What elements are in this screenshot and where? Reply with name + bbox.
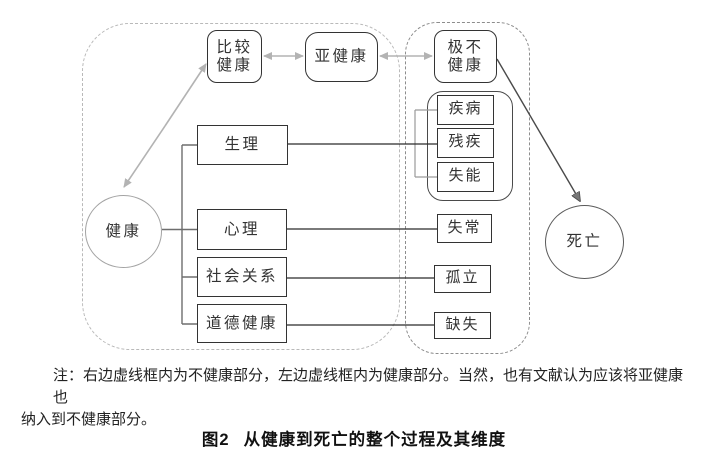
social-relations-label: 社会关系 (205, 268, 278, 286)
physiology-label: 生理 (224, 136, 261, 154)
arrow-health-to-fairly-down (123, 125, 166, 188)
dimension-mapping-lines (287, 143, 437, 326)
fairly-healthy-label-line1: 比较 (216, 38, 253, 56)
disability-label: 残疾 (448, 134, 483, 151)
unhealthy-dashed-region (405, 22, 530, 354)
disease-label: 疾病 (448, 101, 483, 118)
node-extremely-unhealthy: 极不 健康 (434, 30, 497, 83)
arrow-extreme-to-death (496, 58, 580, 201)
extremely-unhealthy-label-line2: 健康 (447, 56, 484, 74)
node-fairly-healthy: 比较 健康 (207, 30, 262, 83)
abnormality-label: 失常 (447, 219, 482, 236)
note-line-2: 纳入到不健康部分。 (21, 412, 157, 428)
healthy-dashed-region (82, 23, 400, 350)
node-deficiency: 缺失 (434, 312, 491, 339)
death-label: 死亡 (566, 233, 603, 251)
extremely-unhealthy-label-line1: 极不 (447, 38, 484, 56)
node-disease: 疾病 (437, 95, 494, 125)
isolation-label: 孤立 (445, 270, 480, 287)
health-label: 健康 (105, 222, 142, 240)
figure-caption: 图2 从健康到死亡的整个过程及其维度 (0, 426, 708, 450)
health-dimension-tree-line (162, 144, 197, 325)
arrow-health-to-fairly-up (164, 63, 207, 127)
node-death-circle: 死亡 (545, 205, 624, 279)
node-sub-health: 亚健康 (305, 32, 378, 82)
node-abnormality: 失常 (437, 214, 492, 243)
incapacity-label: 失能 (448, 168, 483, 185)
figure-note: 注：右边虚线框内为不健康部分，左边虚线框内为健康部分。当然，也有文献认为应该将亚… (21, 365, 693, 431)
psychology-label: 心理 (223, 220, 260, 238)
moral-health-label: 道德健康 (205, 314, 278, 332)
figure-number: 图2 (201, 431, 230, 449)
node-health-circle: 健康 (85, 195, 162, 268)
node-disability: 残疾 (437, 128, 494, 158)
fairly-healthy-label-line2: 健康 (216, 56, 253, 74)
sub-health-label: 亚健康 (314, 48, 369, 66)
node-moral-health: 道德健康 (197, 304, 287, 343)
node-isolation: 孤立 (434, 265, 491, 293)
figure-title: 从健康到死亡的整个过程及其维度 (243, 431, 507, 449)
node-incapacity: 失能 (437, 162, 494, 192)
node-psychology: 心理 (197, 209, 287, 250)
deficiency-label: 缺失 (445, 316, 480, 333)
note-line-1: 注：右边虚线框内为不健康部分，左边虚线框内为健康部分。当然，也有文献认为应该将亚… (53, 368, 684, 406)
node-social-relations: 社会关系 (197, 257, 287, 297)
node-physiology: 生理 (197, 125, 288, 165)
